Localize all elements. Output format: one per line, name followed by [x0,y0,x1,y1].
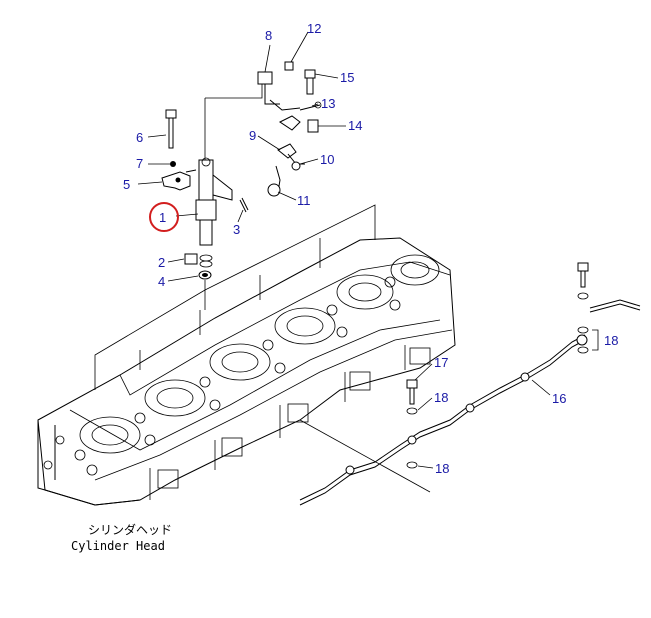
cylinder-bores [79,254,440,454]
callout-18-a: 18 [434,390,448,405]
callout-3: 3 [233,222,240,237]
callout-18-c: 18 [604,333,618,348]
callout-4: 4 [158,274,165,289]
harness-parts [267,61,322,197]
ports [43,276,401,476]
injector-assembly [185,78,263,310]
washer [170,161,176,167]
callout-12: 12 [307,21,321,36]
spring-pin [239,197,249,213]
connector [257,71,280,105]
callout-11: 11 [297,193,311,208]
callout-8: 8 [265,28,272,43]
callouts: 1 2 3 4 5 6 7 8 9 10 11 12 13 14 15 16 1… [123,21,618,476]
cylinder-head-block [37,204,456,506]
clamp [161,171,191,191]
callout-14: 14 [348,118,362,133]
callout-9: 9 [249,128,256,143]
bolt [165,109,177,149]
caption-english: Cylinder Head [71,539,165,553]
callout-1: 1 [159,210,166,225]
caption-japanese: シリンダヘッド [88,522,172,537]
seal-parts [184,253,213,280]
highlight-circle [149,202,179,232]
callout-2: 2 [158,255,165,270]
callout-7: 7 [136,156,143,171]
fuel-pipe-assembly [299,262,641,506]
callout-18-b: 18 [435,461,449,476]
side-ribs [149,345,431,500]
callout-15: 15 [340,70,354,85]
leader-lines [137,31,599,469]
callout-10: 10 [320,152,334,167]
callout-17: 17 [434,355,448,370]
callout-6: 6 [136,130,143,145]
callout-5: 5 [123,177,130,192]
caption: シリンダヘッド Cylinder Head [71,522,172,553]
callout-13: 13 [321,96,335,111]
callout-16: 16 [552,391,566,406]
